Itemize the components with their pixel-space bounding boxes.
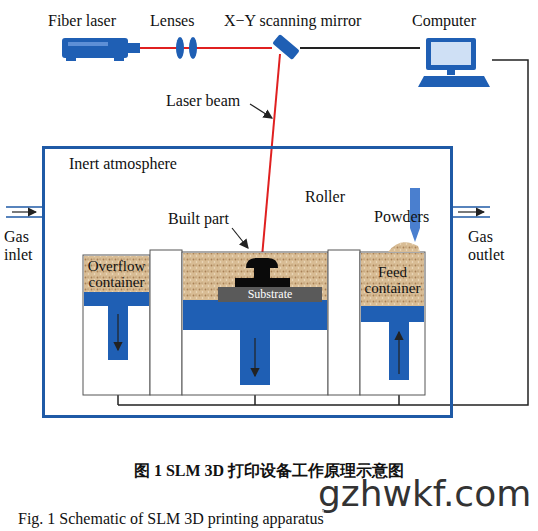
scanning-mirror [272, 34, 300, 60]
node-label: Lenses [150, 12, 194, 30]
port-label: Gas inlet [4, 228, 44, 263]
substrate: Substrate [218, 287, 322, 302]
port-label: Gas outlet [468, 228, 520, 263]
node-label: Feed container [362, 264, 423, 297]
control-wire [118, 60, 528, 405]
powder-heap [388, 242, 420, 252]
callout-label: Roller [305, 188, 345, 206]
laser-path [140, 47, 172, 49]
scanning-mirror: X−Y scanning mirror [272, 36, 300, 60]
callout-label: Built part [168, 210, 229, 228]
caption: Fig. 1 Schematic of SLM 3D printing appa… [18, 510, 324, 528]
node-label: Overflow container [85, 258, 148, 291]
lens-pair [176, 37, 197, 59]
computer-icon [418, 38, 490, 87]
laser-path [200, 47, 272, 49]
built-part [235, 258, 290, 287]
node-label: Inert atmosphere [69, 155, 177, 173]
leader-line [232, 228, 248, 248]
node-label: Fiber laser [48, 12, 116, 30]
signal-wire [300, 47, 420, 49]
fiber-laser-device [62, 38, 140, 61]
fiber-laser: Fiber laser [60, 36, 140, 60]
overflow-container: Overflow container [84, 256, 149, 292]
callout-label: Powders [374, 208, 429, 226]
callout-label: Laser beam [166, 92, 240, 110]
node-label: X−Y scanning mirror [224, 12, 361, 30]
computer: Computer [420, 36, 492, 88]
watermark: gzhwkf.com [318, 474, 531, 514]
node-label: Substrate [248, 288, 293, 301]
laser-beam [262, 54, 280, 257]
leader-line [250, 104, 272, 118]
container-walls [83, 250, 425, 395]
gas-inlet-pipe [6, 207, 42, 217]
inert-chamber: Inert atmosphereOverflow containerSubstr… [42, 146, 453, 418]
node-label: Computer [412, 12, 476, 30]
feed-container: Feed container [361, 258, 424, 302]
lenses: Lenses [172, 36, 200, 60]
gas-outlet-pipe [453, 207, 490, 217]
